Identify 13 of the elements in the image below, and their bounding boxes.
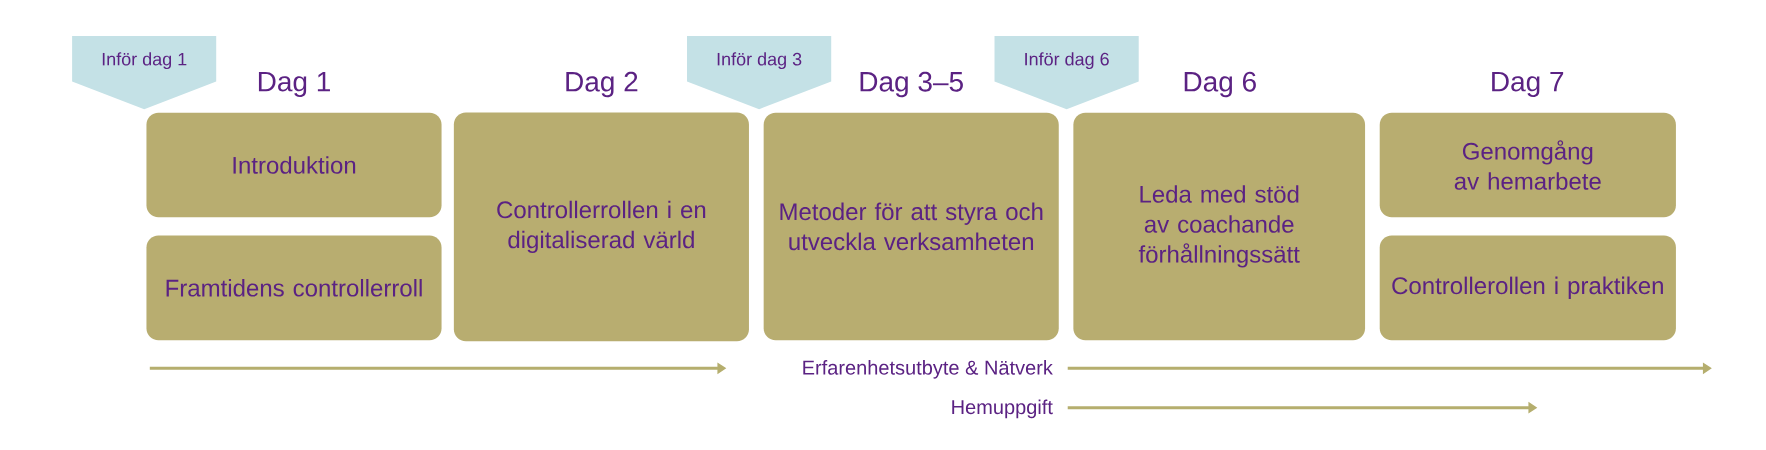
topic-box: Controllerrollen i en digitaliserad värld [453, 112, 749, 342]
day-heading: Dag 1 [258, 71, 330, 98]
topic-box: Metoder för att styra och utveckla verksamheten [763, 112, 1059, 341]
timeline-label: Hemuppgift [952, 399, 1053, 419]
topic-box: Introduktion [146, 112, 442, 218]
topic-box: Leda med stöd av coachande förhållningssätt [1073, 112, 1366, 341]
topic-box: Controllerollen i praktiken [1379, 235, 1676, 341]
day-heading: Dag 6 [1184, 71, 1256, 98]
day-heading: Dag 3–5 [860, 71, 963, 98]
day-heading: Dag 2 [566, 71, 638, 98]
topic-box: Framtidens controllerroll [146, 235, 442, 341]
topic-box: Genomgång av hemarbete [1379, 112, 1676, 218]
timeline-label: Erfarenhetsutbyte & Nätverk [803, 360, 1053, 379]
